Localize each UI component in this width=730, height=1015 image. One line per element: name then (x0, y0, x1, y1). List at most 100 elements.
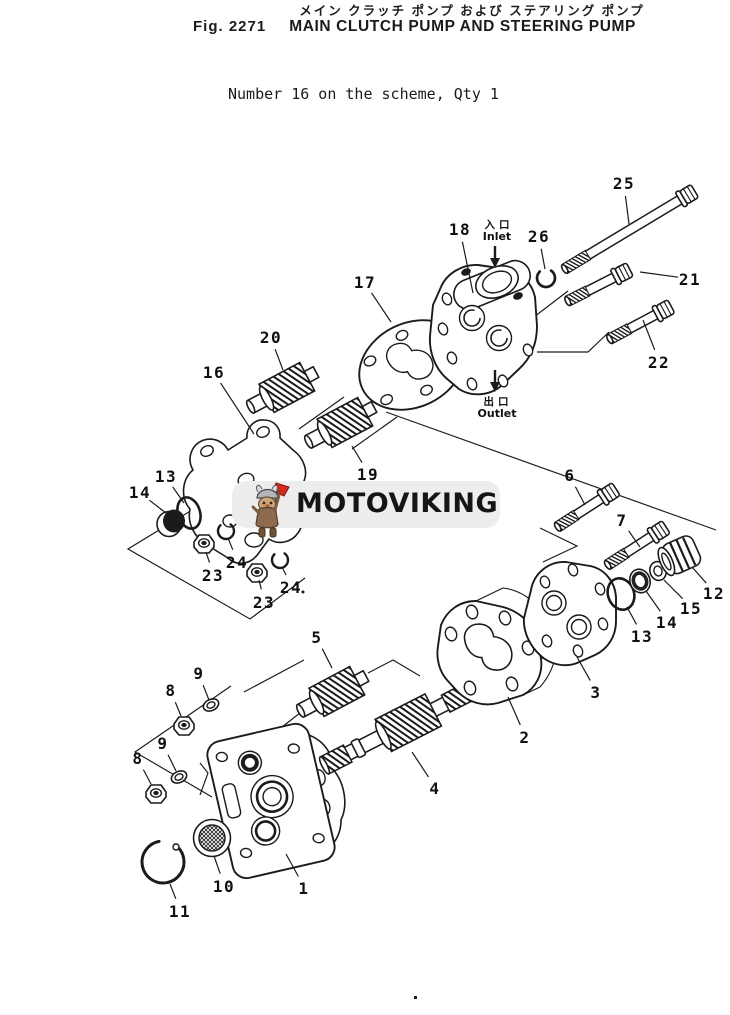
part-number-13: 13 (631, 627, 653, 646)
part-4-gear-shaft (318, 683, 473, 775)
figure-number: Fig. 2271 (193, 18, 267, 35)
part-number-24: 24 (280, 578, 302, 597)
part-number-1: 1 (298, 879, 309, 898)
part-14-oil-seal (628, 568, 652, 594)
part-number-18: 18 (449, 220, 471, 239)
leader-line-20 (274, 349, 284, 371)
stray-dot (414, 996, 417, 999)
svg-text:出口: 出口 (484, 395, 513, 408)
part-number-11: 11 (169, 902, 191, 921)
leader-line-6 (574, 486, 586, 506)
leader-line-16 (220, 382, 255, 435)
leader-line-14 (645, 590, 661, 612)
part-number-9: 9 (157, 734, 168, 753)
leader-line-8 (174, 701, 182, 717)
part-number-5: 5 (311, 628, 322, 647)
part-number-21: 21 (679, 270, 701, 289)
part-number-23: 23 (253, 593, 275, 612)
watermark-text: MOTOVIKING (296, 488, 499, 519)
leader-line-2 (507, 696, 521, 726)
leader-line-13 (626, 606, 638, 625)
part-5-gear (290, 661, 375, 727)
part-9-washer (200, 695, 222, 715)
figure-header: Fig. 2271 MAIN CLUTCH PUMP AND STEERING … (193, 18, 636, 36)
leader-line-25 (624, 195, 630, 225)
part-number-8: 8 (132, 749, 143, 768)
part-18-rear-cover (428, 259, 538, 396)
part-11-snap-ring (140, 839, 186, 885)
part-number-15: 15 (680, 599, 702, 618)
part-6-bolt (550, 480, 622, 537)
leader-line-9 (202, 684, 210, 701)
svg-text:Outlet: Outlet (478, 407, 517, 420)
part-number-6: 6 (564, 466, 575, 485)
part-number-7: 7 (616, 511, 627, 530)
leader-line-10 (213, 855, 221, 874)
part-number-14: 14 (656, 613, 678, 632)
leader-line-13 (172, 486, 185, 504)
part-number-2: 2 (519, 728, 530, 747)
viking-mascot-icon (251, 482, 290, 538)
watermark: MOTOVIKING (232, 481, 500, 538)
page-title: MAIN CLUTCH PUMP AND STEERING PUMP (289, 18, 636, 35)
part-26-snap-ring (532, 264, 560, 292)
part-9-washer (168, 767, 190, 787)
part-12-plug (657, 535, 702, 577)
alignment-lines (126, 290, 717, 798)
leader-line-15 (663, 579, 684, 600)
part-23-nut (246, 563, 268, 583)
part-number-14: 14 (129, 483, 151, 502)
part-number-19: 19 (357, 465, 379, 484)
part-number-26: 26 (528, 227, 550, 246)
leader-line-12 (691, 566, 707, 584)
part-22-bolt (602, 297, 677, 349)
part-8-nut (173, 716, 195, 736)
part-number-16: 16 (203, 363, 225, 382)
leader-line-8 (142, 769, 152, 785)
outlet-label: 出口 Outlet (478, 370, 517, 420)
leader-line-7 (628, 530, 641, 548)
leader-line-17 (371, 292, 392, 323)
leader-line-5 (321, 648, 333, 669)
stray-dot (301, 590, 305, 594)
leader-line-26 (540, 248, 546, 270)
main-clutch-pump-assembly (140, 480, 702, 999)
part-10-bearing (192, 818, 232, 858)
part-number-3: 3 (590, 683, 601, 702)
part-23-nut (193, 534, 215, 554)
leader-line-23 (258, 579, 262, 590)
inlet-label: 入口 Inlet (483, 219, 514, 268)
part-number-13: 13 (155, 467, 177, 486)
svg-text:入口: 入口 (485, 219, 514, 231)
leader-line-3 (576, 656, 591, 681)
leader-line-24 (227, 537, 234, 551)
part-number-4: 4 (429, 779, 440, 798)
leader-line-18 (461, 241, 474, 294)
part-number-20: 20 (260, 328, 282, 347)
part-number-12: 12 (703, 584, 725, 603)
leader-line-19 (351, 445, 363, 464)
part-13-o-ring (176, 496, 202, 530)
part-number-17: 17 (354, 273, 376, 292)
leader-line-14 (148, 499, 167, 514)
part-number-22: 22 (648, 353, 670, 372)
leader-line-24 (281, 566, 287, 576)
part-25-long-bolt (557, 182, 700, 279)
part-number-24: 24 (226, 553, 248, 572)
part-8-nut (145, 784, 167, 804)
svg-text:Inlet: Inlet (483, 230, 511, 243)
leader-line-4 (411, 751, 430, 778)
part-number-23: 23 (202, 566, 224, 585)
leader-line-1 (285, 853, 299, 877)
leader-line-23 (205, 551, 211, 563)
part-24-snap-ring (267, 547, 293, 573)
leader-line-9 (167, 754, 177, 772)
part-19-driven-gear (298, 392, 383, 458)
leader-line-21 (639, 271, 679, 278)
part-1-front-flange (206, 722, 346, 880)
leader-line-11 (169, 883, 177, 900)
part-3-rear-cover (523, 561, 617, 667)
